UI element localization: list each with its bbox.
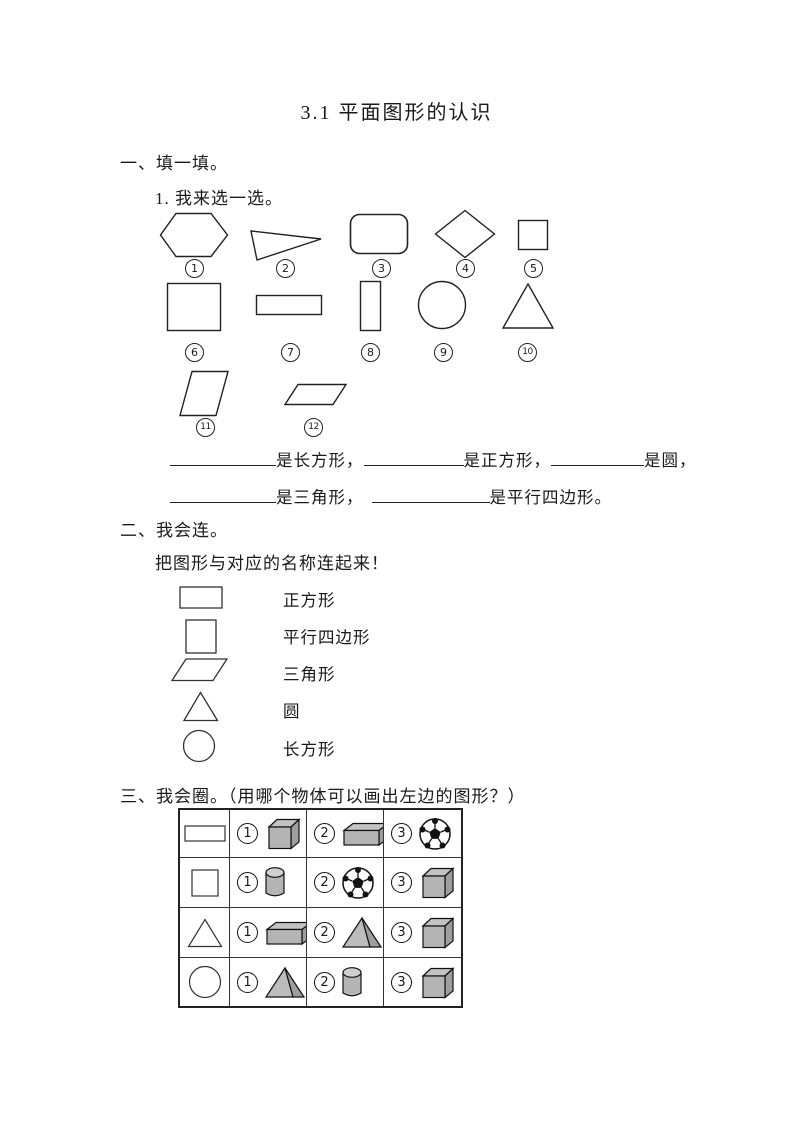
- table-cell-option: 1: [230, 908, 307, 958]
- shape-parallelogram-flat: [284, 383, 348, 406]
- table-cell-target-triangle: [180, 908, 230, 958]
- section3-heading: 三、我会圈。（用哪个物体可以画出左边的图形？）: [120, 787, 526, 806]
- section1-heading: 一、填一填。: [120, 154, 228, 173]
- triangular-prism-icon: [264, 966, 306, 998]
- table-cell-target-circle: [180, 958, 230, 1006]
- option-number: 1: [237, 872, 258, 893]
- cube-icon: [421, 966, 455, 999]
- table-cell-option: 3: [384, 958, 461, 1006]
- circle-choice-table: 1 2 3: [178, 808, 463, 1008]
- match-shape-square: [185, 619, 217, 654]
- section2-heading: 二、我会连。: [120, 521, 228, 540]
- option-number: 2: [314, 872, 335, 893]
- cuboid-icon: [265, 921, 306, 945]
- option-number: 1: [237, 971, 258, 993]
- shape-number-10: 10: [518, 343, 537, 362]
- fill-blank-square: [363, 450, 464, 466]
- fill-label-triangle: 是三角形，: [276, 488, 364, 507]
- shape-number-8: 8: [361, 343, 380, 362]
- shape-number-5: 5: [524, 259, 543, 278]
- shape-number-9: 9: [434, 343, 453, 362]
- shape-diamond: [434, 209, 496, 259]
- table-cell-option: 3: [384, 810, 461, 858]
- table-cell-target-square: [180, 858, 230, 908]
- option-number: 1: [237, 823, 258, 844]
- shape-equilateral-triangle: [501, 282, 555, 329]
- table-cell-option: 3: [384, 858, 461, 908]
- target-rectangle-icon: [183, 825, 226, 842]
- shape-rounded-rectangle: [349, 213, 409, 255]
- table-cell-option: 1: [230, 810, 307, 858]
- match-label-rectangle: 长方形: [283, 740, 336, 759]
- triangular-prism-icon: [341, 916, 383, 948]
- shape-square: [166, 282, 222, 332]
- shape-parallelogram-tall: [179, 370, 229, 417]
- option-number: 3: [391, 922, 412, 943]
- fill-label-square: 是正方形，: [463, 451, 551, 470]
- shape-number-4: 4: [456, 259, 475, 278]
- table-cell-target-rectangle: [180, 810, 230, 858]
- table-cell-option: 2: [307, 908, 384, 958]
- match-shape-circle: [182, 729, 216, 763]
- shape-rectangle: [255, 294, 323, 316]
- match-shape-triangle: [183, 691, 219, 722]
- option-number: 3: [391, 823, 412, 844]
- table-cell-option: 1: [230, 958, 307, 1006]
- match-label-parallelogram: 平行四边形: [283, 628, 371, 647]
- fill-label-circle: 是圆，: [644, 451, 697, 470]
- option-number: 2: [314, 971, 335, 993]
- shape-number-6: 6: [185, 343, 204, 362]
- shape-number-11: 11: [196, 418, 215, 437]
- fill-blank-triangle: [170, 487, 276, 503]
- option-number: 3: [391, 872, 412, 893]
- fill-blank-parallelogram: [371, 487, 490, 503]
- target-square-icon: [190, 868, 219, 897]
- shape-triangle-scalene: [250, 230, 322, 261]
- match-label-square: 正方形: [283, 591, 336, 610]
- match-shape-rectangle: [179, 586, 223, 609]
- shape-small-square: [517, 219, 549, 251]
- target-triangle-icon: [186, 917, 223, 947]
- table-cell-option: 2: [307, 810, 384, 858]
- table-cell-option: 1: [230, 858, 307, 908]
- option-number: 3: [391, 971, 412, 993]
- shape-number-2: 2: [276, 259, 295, 278]
- fill-line-2: 是三角形， 是平行四边形。: [170, 484, 612, 508]
- shape-number-1: 1: [185, 259, 204, 278]
- option-number: 2: [314, 922, 335, 943]
- match-label-circle: 圆: [283, 702, 301, 721]
- section2-instruction: 把图形与对应的名称连起来！: [155, 554, 389, 573]
- shape-number-7: 7: [281, 343, 300, 362]
- cube-icon: [421, 867, 455, 899]
- cuboid-icon: [342, 822, 383, 846]
- table-cell-option: 2: [307, 958, 384, 1006]
- shape-circle: [417, 280, 467, 330]
- fill-blank-circle: [551, 450, 644, 466]
- fill-label-rectangle: 是长方形，: [276, 451, 364, 470]
- cube-icon: [421, 917, 455, 949]
- soccer-ball-icon: [419, 817, 451, 850]
- cylinder-icon: [342, 966, 362, 996]
- fill-blank-rectangle: [170, 450, 276, 466]
- page-title: 3.1 平面图形的认识: [300, 102, 493, 124]
- target-circle-icon: [188, 965, 221, 999]
- option-number: 1: [237, 922, 258, 943]
- table-cell-option: 2: [307, 858, 384, 908]
- shape-number-3: 3: [372, 259, 391, 278]
- fill-line-1: 是长方形， 是正方形， 是圆，: [170, 447, 697, 471]
- soccer-ball-icon: [342, 866, 374, 899]
- shape-hexagon: [159, 212, 229, 258]
- shape-number-12: 12: [304, 418, 323, 437]
- option-number: 2: [314, 823, 335, 844]
- table-cell-option: 3: [384, 908, 461, 958]
- cube-icon: [267, 818, 301, 850]
- section1-subheading: 1. 我来选一选。: [155, 189, 283, 208]
- cylinder-icon: [265, 867, 285, 897]
- match-label-triangle: 三角形: [283, 665, 336, 684]
- fill-label-parallelogram: 是平行四边形。: [489, 488, 612, 507]
- match-shape-parallelogram: [171, 658, 229, 682]
- shape-vertical-rectangle: [359, 280, 382, 332]
